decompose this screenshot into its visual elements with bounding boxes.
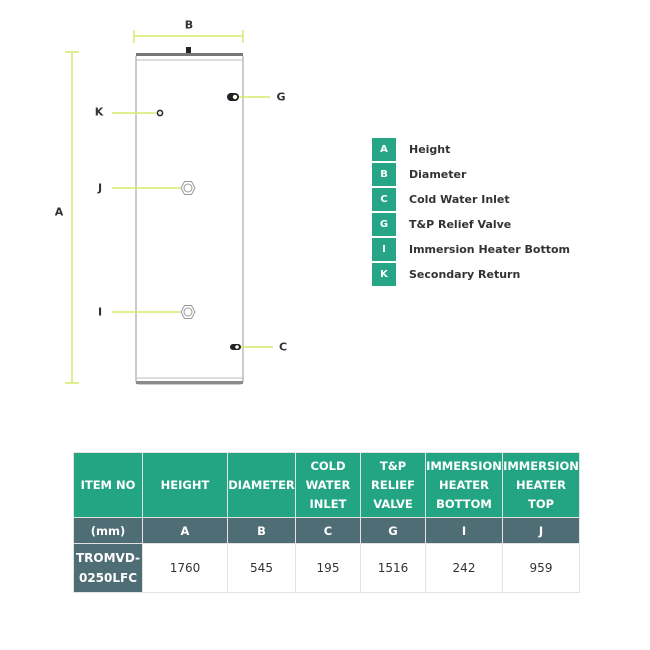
unit-cell: B bbox=[227, 517, 296, 544]
label-k: K bbox=[94, 105, 104, 119]
label-j: J bbox=[97, 181, 103, 195]
diameter-dimension-line bbox=[133, 30, 244, 43]
legend-label: Height bbox=[409, 143, 451, 156]
label-b: B bbox=[184, 18, 194, 32]
legend-key: C bbox=[372, 187, 396, 212]
legend-item: K Secondary Return bbox=[372, 262, 570, 287]
cylinder-drawing bbox=[65, 30, 273, 385]
col-header-diameter: DIAMETER bbox=[227, 452, 296, 518]
legend-label: Diameter bbox=[409, 168, 467, 181]
label-g: G bbox=[276, 90, 286, 104]
unit-cell: C bbox=[295, 517, 361, 544]
value-cell-cold-water-inlet: 195 bbox=[295, 543, 361, 593]
legend-label: Cold Water Inlet bbox=[409, 193, 510, 206]
unit-cell: A bbox=[142, 517, 228, 544]
col-header-item-no: ITEM NO bbox=[73, 452, 143, 518]
unit-cell: I bbox=[425, 517, 503, 544]
legend-label: Secondary Return bbox=[409, 268, 521, 281]
value-cell-relief-valve: 1516 bbox=[360, 543, 426, 593]
legend-item: G T&P Relief Valve bbox=[372, 212, 570, 237]
legend-label: Immersion Heater Bottom bbox=[409, 243, 570, 256]
unit-cell: (mm) bbox=[73, 517, 143, 544]
legend-item: I Immersion Heater Bottom bbox=[372, 237, 570, 262]
legend-label: T&P Relief Valve bbox=[409, 218, 512, 231]
value-cell-diameter: 545 bbox=[227, 543, 296, 593]
label-a: A bbox=[54, 205, 64, 219]
value-cell-immersion-bottom: 242 bbox=[425, 543, 503, 593]
legend-key: B bbox=[372, 162, 396, 187]
immersion-heater-bottom-port bbox=[180, 305, 196, 319]
cylinder-body bbox=[135, 47, 244, 385]
legend: A Height B Diameter C Cold Water Inlet G… bbox=[372, 137, 570, 287]
value-cell-immersion-top: 959 bbox=[502, 543, 580, 593]
value-cell-height: 1760 bbox=[142, 543, 228, 593]
legend-item: A Height bbox=[372, 137, 570, 162]
units-row: (mm) A B C G I J bbox=[73, 517, 580, 544]
immersion-heater-top-port bbox=[180, 181, 196, 195]
legend-key: K bbox=[372, 262, 396, 287]
legend-item: C Cold Water Inlet bbox=[372, 187, 570, 212]
cold-water-inlet-port bbox=[230, 344, 241, 350]
label-i: I bbox=[97, 305, 103, 319]
unit-cell: G bbox=[360, 517, 426, 544]
legend-key: I bbox=[372, 237, 396, 262]
legend-key: G bbox=[372, 212, 396, 237]
secondary-return-port bbox=[156, 109, 164, 117]
unit-cell: J bbox=[502, 517, 580, 544]
legend-item: B Diameter bbox=[372, 162, 570, 187]
cylinder-diagram: B A K G J I C bbox=[54, 18, 288, 385]
col-header-height: HEIGHT bbox=[142, 452, 228, 518]
table-row: TROMVD-0250LFC 1760 545 195 1516 242 959 bbox=[73, 543, 580, 593]
item-no-cell: TROMVD-0250LFC bbox=[73, 543, 143, 593]
legend-key: A bbox=[372, 137, 396, 162]
relief-valve-port bbox=[227, 93, 239, 101]
label-c: C bbox=[278, 340, 288, 354]
height-dimension-line bbox=[65, 51, 79, 384]
